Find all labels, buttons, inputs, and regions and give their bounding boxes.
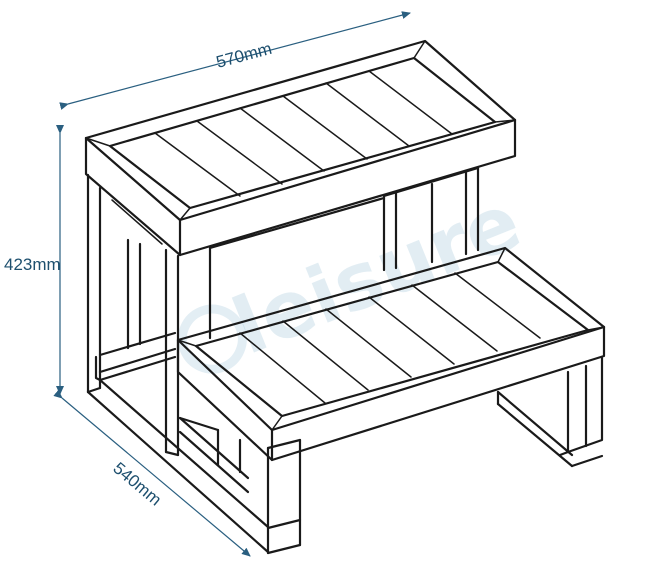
step-drawing: [84, 39, 606, 555]
dimension-width: 570mm: [59, 11, 411, 110]
watermark-circle-icon: [177, 304, 247, 374]
height-label: 423mm: [4, 255, 61, 274]
left-lower-runner: [86, 378, 270, 554]
depth-dimension-line: [53, 389, 251, 557]
back-left-leg: [86, 173, 102, 394]
width-dimension-line: [59, 11, 411, 110]
lower-step-platform: [176, 246, 606, 462]
middle-left-posts: [111, 199, 163, 350]
upper-rear-supports: [208, 166, 480, 340]
dimension-depth: 540mm: [53, 389, 251, 557]
dimension-height: 423mm: [4, 125, 64, 395]
front-left-leg: [266, 438, 302, 555]
upper-step-platform: [84, 39, 517, 257]
front-right-leg: [558, 356, 604, 457]
back-lower-rail: [94, 331, 177, 382]
width-label: 570mm: [214, 39, 274, 72]
depth-label: 540mm: [109, 459, 165, 510]
right-lower-runner: [496, 390, 604, 468]
middle-front-post: [164, 248, 180, 457]
